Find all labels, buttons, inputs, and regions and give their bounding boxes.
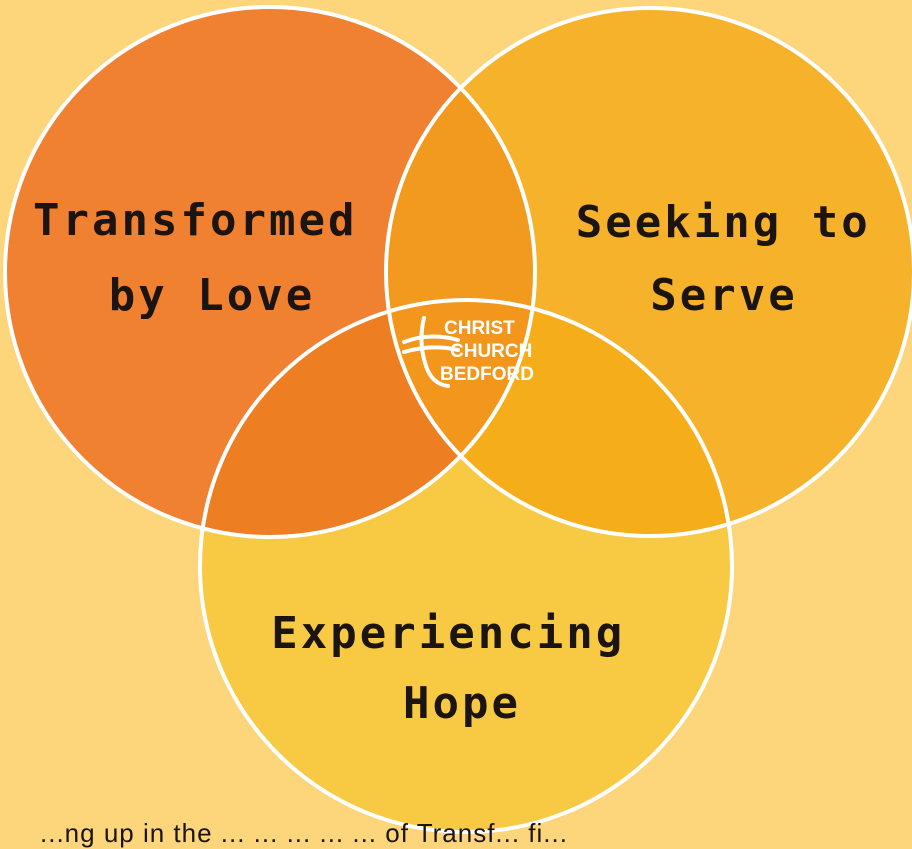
label-transformed: Transformed by Love [33, 195, 387, 321]
caption-text: ...ng up in the ... ... ... ... ... of T… [40, 818, 568, 848]
logo-line-christ: CHRIST [444, 318, 515, 339]
outline-transformed [3, 5, 537, 539]
outline-seeking [384, 6, 912, 538]
overlap-seeking-experiencing [386, 300, 732, 536]
outline-experiencing [198, 298, 734, 834]
cross-icon [402, 316, 460, 388]
label-experiencing: Experiencing Hope [271, 608, 654, 729]
overlap-transformed-experiencing [200, 300, 535, 537]
logo-line-bedford: BEDFORD [440, 364, 534, 385]
logo-line-church: CHURCH [450, 341, 532, 362]
label-seeking: Seeking to Serve [576, 197, 900, 321]
christ-church-bedford-logo: CHRIST CHURCH BEDFORD [402, 316, 534, 388]
